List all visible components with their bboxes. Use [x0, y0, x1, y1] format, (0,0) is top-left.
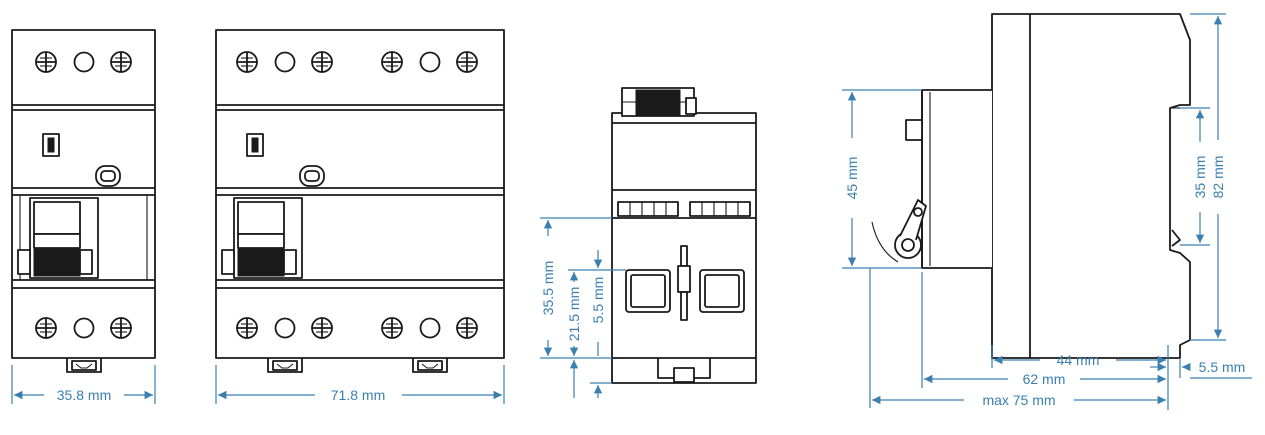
label-82: 82 mm	[1210, 156, 1226, 199]
label-35-8: 35.8 mm	[57, 387, 111, 403]
dim-end-view-heights: 35.5 mm 21.5 mm 5.5 mm	[540, 217, 626, 398]
label-71-8: 71.8 mm	[331, 387, 385, 403]
label-5-5-front: 5.5 mm	[590, 277, 606, 324]
label-44: 44 mm	[1057, 352, 1100, 368]
label-35-5: 35.5 mm	[540, 261, 556, 315]
dim-side-depths: 44 mm 62 mm max 75 mm 5.5 mm	[869, 268, 1252, 410]
dim-4-module-width: 71.8 mm	[215, 365, 505, 404]
end-view	[611, 87, 757, 384]
label-62: 62 mm	[1023, 371, 1066, 387]
dim-2-module-width: 35.8 mm	[11, 365, 156, 404]
label-max-75: max 75 mm	[982, 392, 1055, 408]
dim-side-heights: 45 mm 35 mm 82 mm	[842, 13, 1226, 341]
front-view-4-module	[215, 29, 505, 373]
side-view	[871, 13, 1191, 359]
front-view-2-module	[11, 29, 156, 373]
label-5-5-side: 5.5 mm	[1199, 359, 1246, 375]
label-45: 45 mm	[844, 157, 860, 200]
label-21-5: 21.5 mm	[566, 287, 582, 341]
label-35: 35 mm	[1192, 156, 1208, 199]
